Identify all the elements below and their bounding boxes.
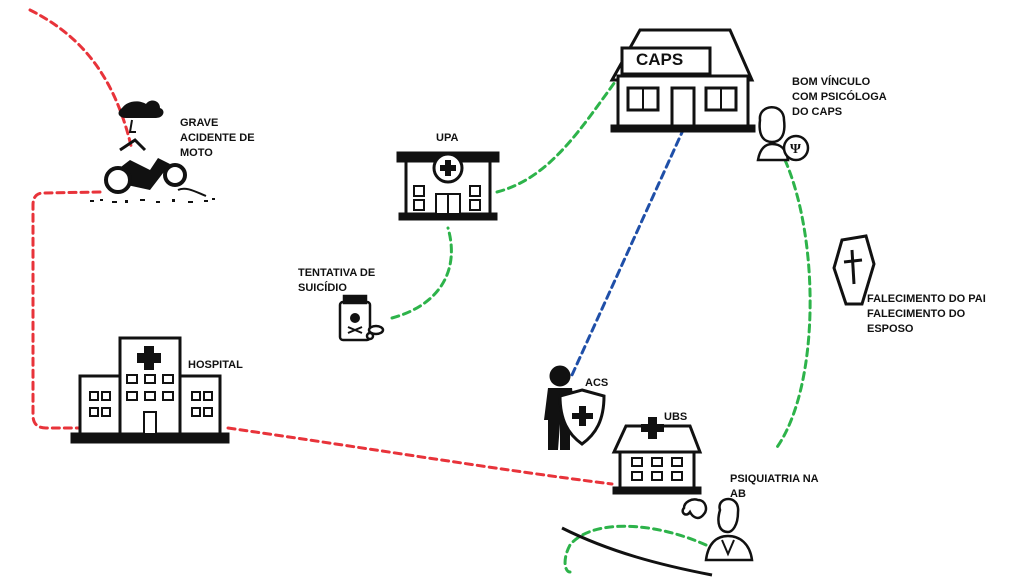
path-black-bottom (561, 526, 713, 577)
suicide-attempt-label: TENTATIVA DE SUICÍDIO (298, 267, 376, 294)
ubs-label: UBS (664, 411, 688, 423)
doctor-brain-icon (681, 497, 754, 562)
hospital-label: HOSPITAL (188, 359, 243, 371)
deaths-label: FALECIMENTO DO PAI FALECIMENTO DO ESPOSO (867, 293, 986, 335)
house-building-icon (609, 28, 756, 133)
upa-label: UPA (436, 132, 459, 144)
path-green-psychologist-ubs (773, 158, 812, 452)
psychologist-icon: Ψ (756, 106, 810, 162)
path-green-bottom-loop (563, 524, 708, 574)
health-agent-shield-icon (544, 365, 606, 450)
psychiatry-label: PSIQUIATRIA NA AB (730, 473, 819, 500)
acs-label: ACS (585, 377, 609, 389)
motorcycle-crash-icon (90, 100, 215, 203)
caps-sign-label: CAPS (636, 50, 684, 69)
path-red-accident-top (28, 8, 134, 152)
psychologist-label: BOM VÍNCULO COM PSICÓLOGA DO CAPS (792, 76, 887, 118)
clinic-building-icon (396, 151, 500, 221)
path-red-hospital-ubs (226, 426, 614, 486)
svg-text:Ψ: Ψ (790, 142, 801, 157)
path-green-suicide-upa (390, 226, 453, 320)
path-blue-caps-acs (570, 126, 686, 377)
path-red-accident-hospital (31, 190, 102, 430)
coffin-icon (832, 234, 876, 306)
accident-label: GRAVE ACIDENTE DE MOTO (180, 117, 255, 159)
poison-bottle-icon (338, 294, 385, 342)
health-unit-icon (611, 417, 703, 495)
path-green-upa-caps (495, 73, 622, 194)
hospital-icon (70, 336, 230, 444)
